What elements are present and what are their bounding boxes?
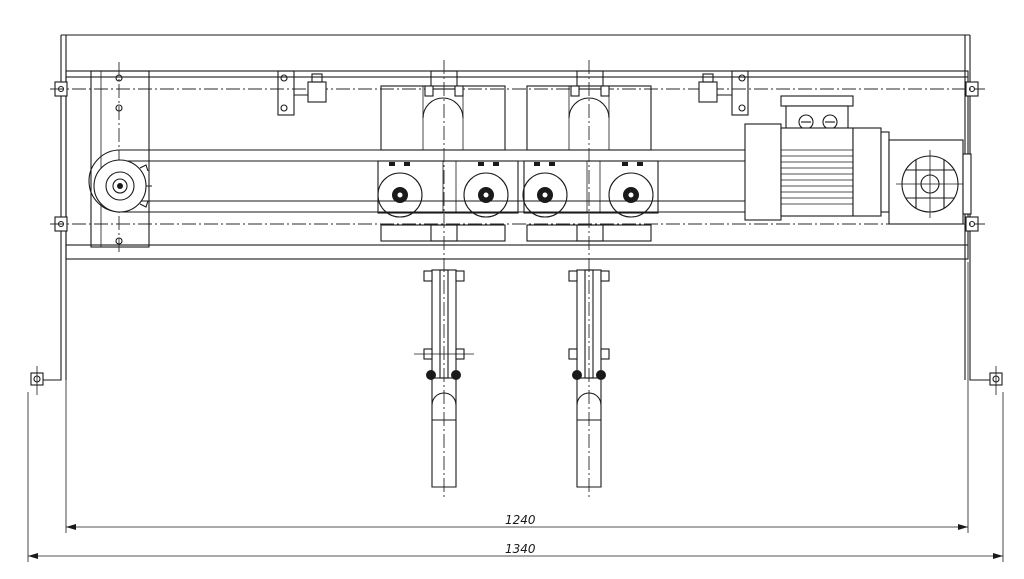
top-bracket-left [277, 70, 327, 116]
dimension-inner: 1240 [65, 262, 969, 533]
carriage-left [377, 70, 519, 242]
motor-cooling-fins [781, 149, 853, 205]
top-bracket-right [698, 70, 749, 116]
hanging-arm-left [414, 60, 474, 500]
left-foot-bolt [30, 366, 44, 395]
drive-sprocket [93, 159, 152, 213]
left-tensioner-bracket [90, 62, 150, 252]
electric-motor [744, 95, 882, 221]
chain-conveyor [88, 149, 750, 213]
main-rails [50, 70, 985, 260]
dimension-label-1240: 1240 [505, 513, 536, 527]
dimension-outer: 1340 [27, 392, 1004, 562]
hanging-arm-right [568, 60, 610, 500]
gearbox [880, 131, 972, 225]
dimension-label-1340: 1340 [505, 542, 536, 556]
right-foot-bolt [989, 366, 1003, 395]
carriage-right [522, 70, 659, 242]
